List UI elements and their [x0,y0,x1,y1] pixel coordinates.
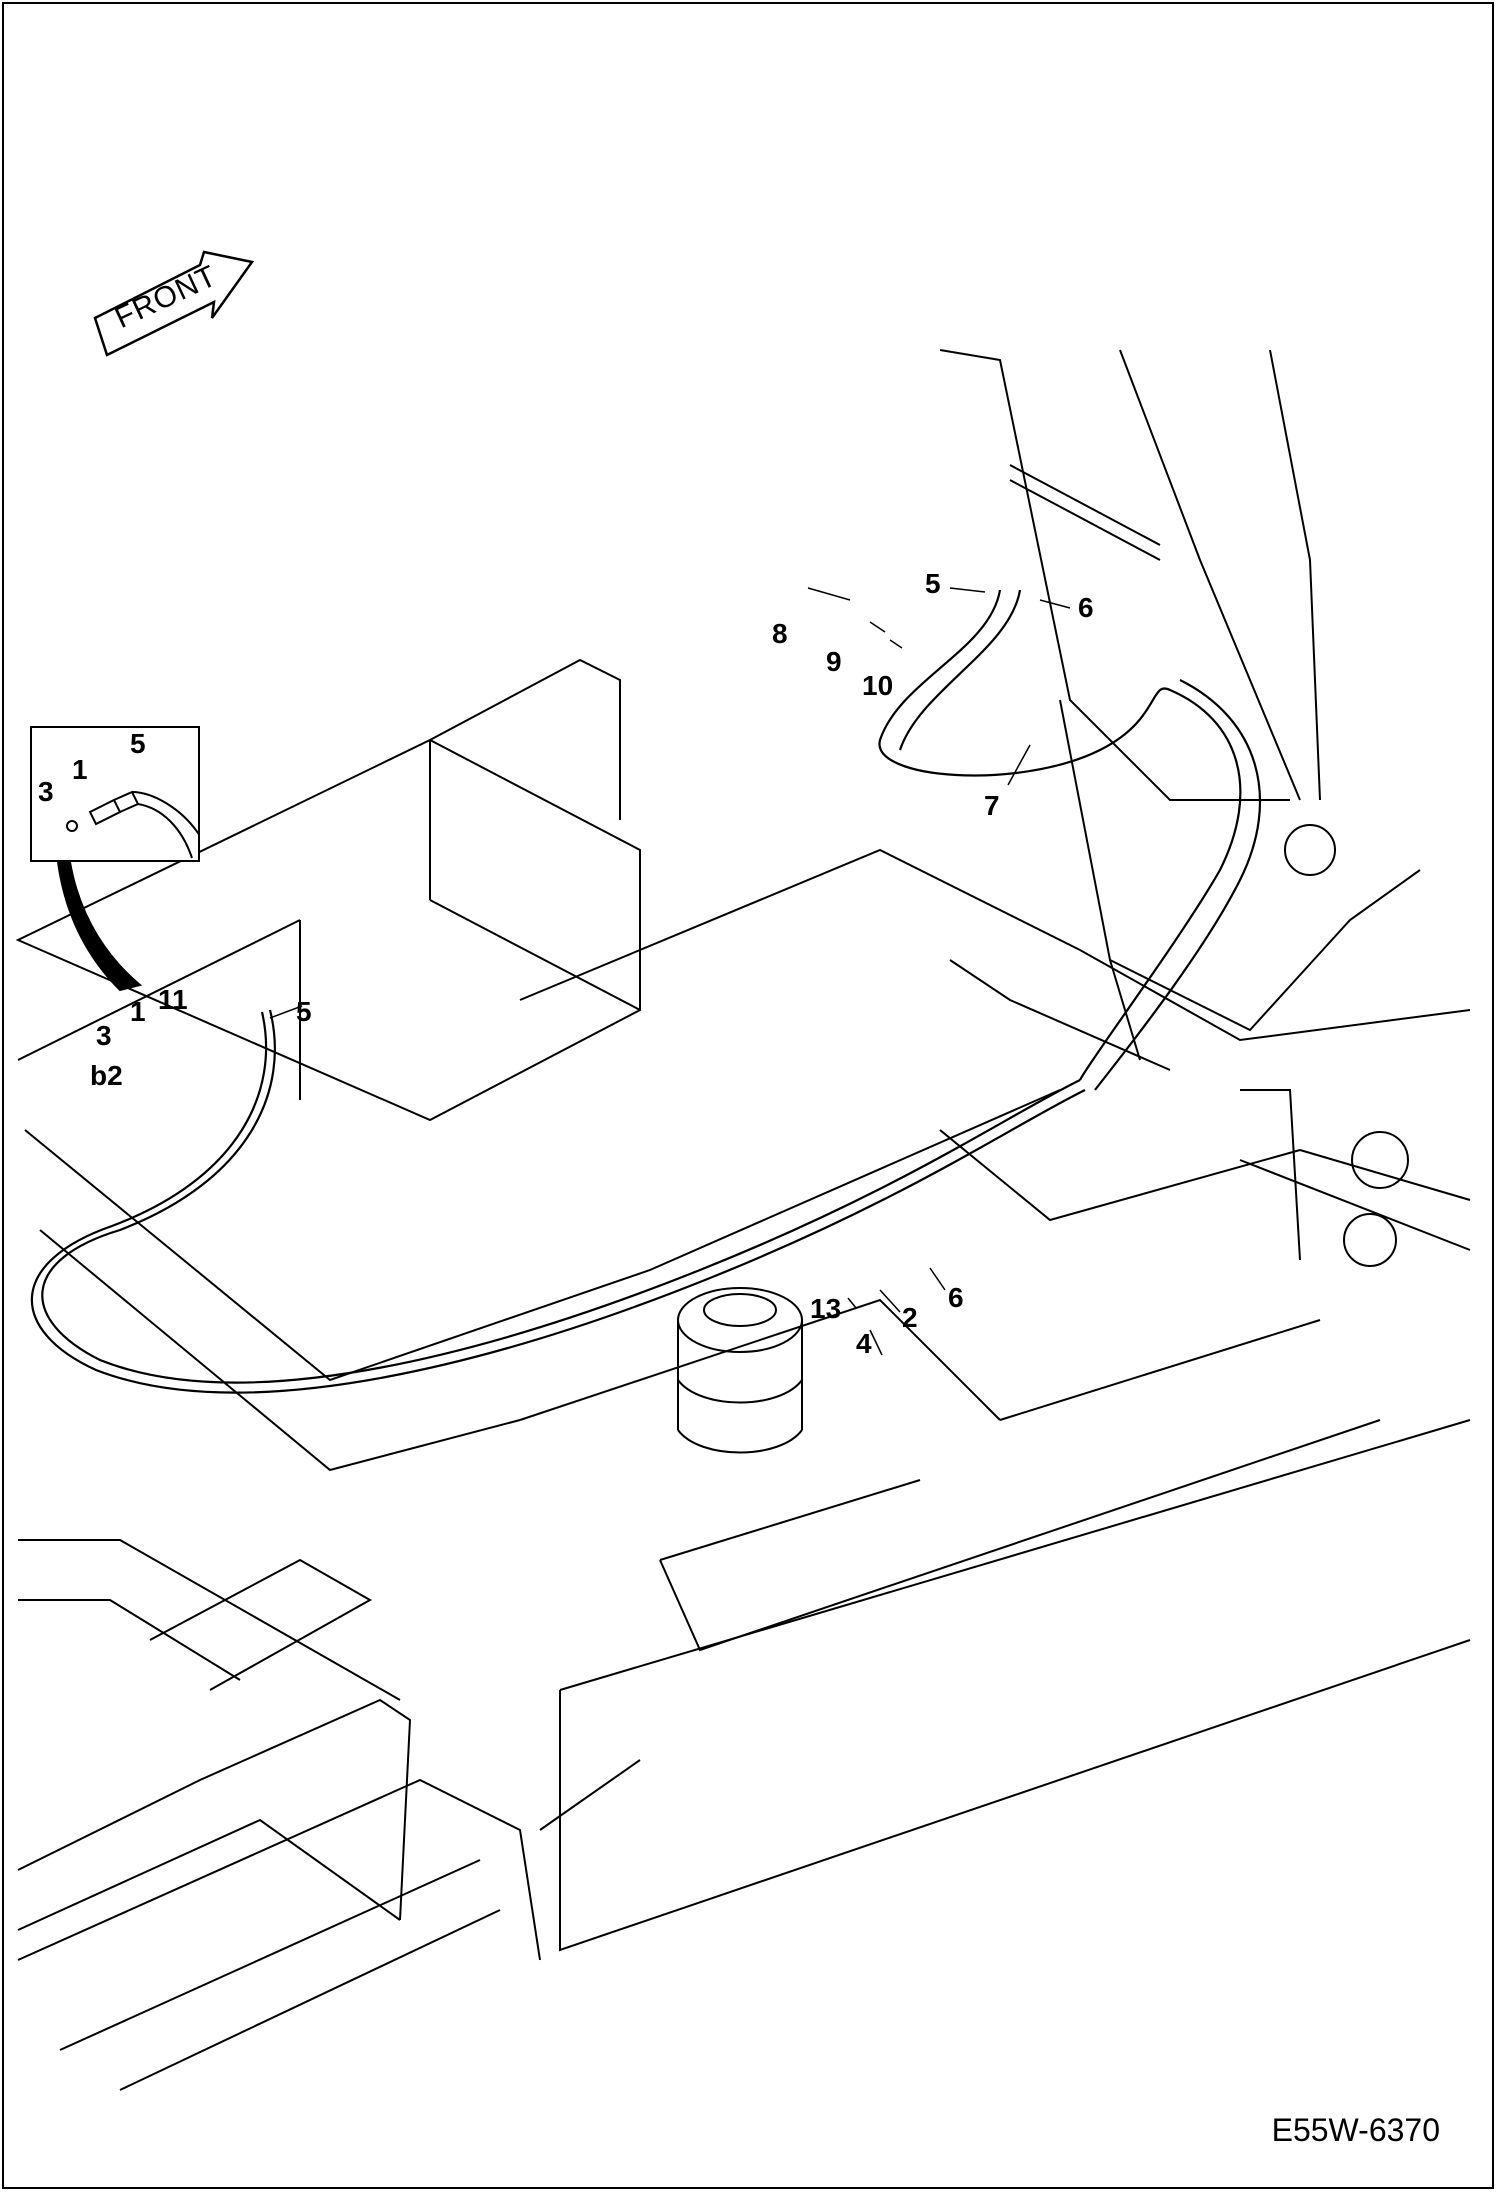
boom-bracket [939,349,1421,1267]
callout-b2: b2 [90,1060,123,1091]
inset-pointer [56,861,143,992]
swivel-joint [677,1287,803,1454]
upper-frame [15,658,1471,2091]
callout-1: 1 [130,996,146,1027]
callout-5-top: 5 [925,568,941,599]
front-arrow-icon [93,250,255,357]
inset-callout-3: 3 [38,776,54,807]
detail-inset-drawing [66,790,201,859]
callout-4: 4 [856,1328,872,1359]
inset-callout-5: 5 [130,728,146,759]
detail-inset: 3 1 5 [30,726,201,862]
callout-6-bottom: 6 [948,1282,964,1313]
callout-8: 8 [772,618,788,649]
callout-3: 3 [96,1020,112,1051]
callout-2: 2 [902,1302,918,1333]
callout-7: 7 [984,790,1000,821]
callout-6-top: 6 [1078,592,1094,623]
callout-11: 11 [158,984,188,1015]
hydraulic-hoses [30,589,1262,1394]
callout-10: 10 [862,670,894,701]
inset-callout-1: 1 [72,754,88,785]
callout-9: 9 [826,646,842,677]
callout-5: 5 [296,996,312,1027]
callout-13: 13 [810,1293,842,1324]
drawing-code: E55W-6370 [1271,2112,1440,2148]
leader-lines [269,587,1071,1356]
